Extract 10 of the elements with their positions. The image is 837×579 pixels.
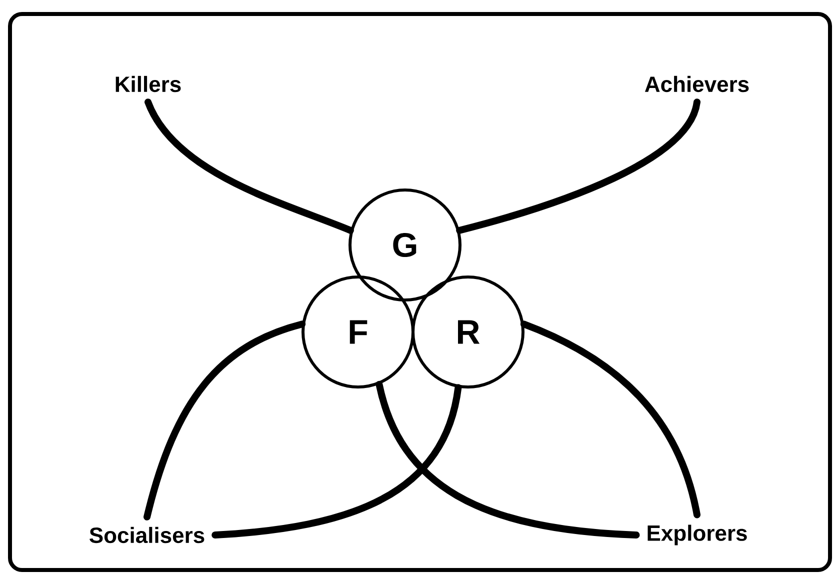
type-label: Socialisers xyxy=(90,526,204,544)
type-label: Explorers xyxy=(648,524,747,546)
type-label: Achievers xyxy=(644,76,749,92)
curved-line xyxy=(456,98,700,234)
curved-line xyxy=(212,384,462,538)
curved-line xyxy=(376,380,640,538)
curved-line xyxy=(520,320,700,518)
type-label: Killers xyxy=(116,76,181,92)
curved-line xyxy=(144,320,306,520)
curved-line xyxy=(144,98,354,234)
